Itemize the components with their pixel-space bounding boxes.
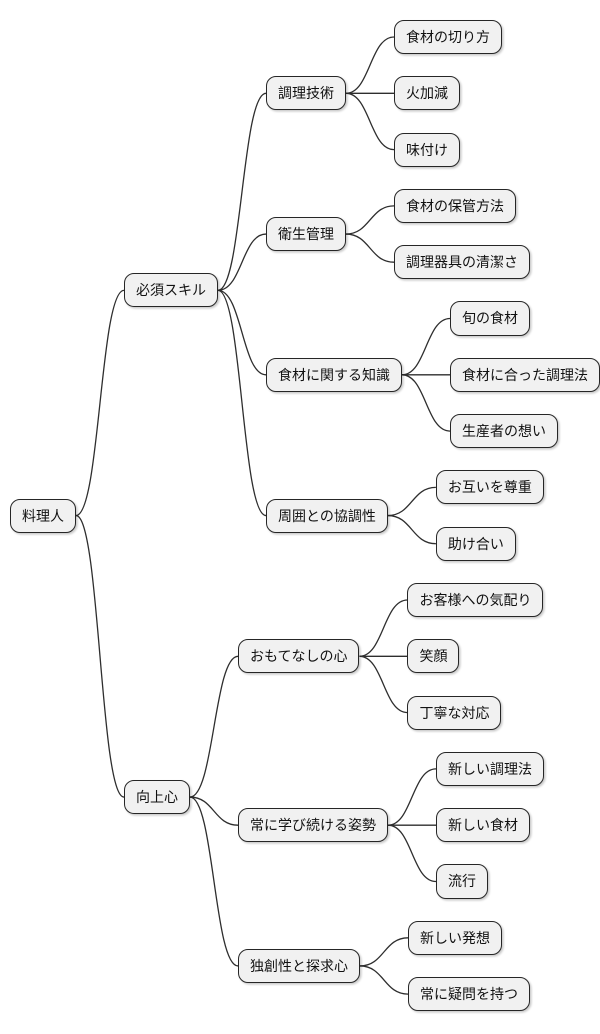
mindmap-edge <box>401 374 451 432</box>
mindmap-node: 笑顔 <box>407 639 460 674</box>
mindmap-node: 料理人 <box>10 498 76 533</box>
mindmap-node: 生産者の想い <box>450 414 558 449</box>
mindmap-node: 独創性と探求心 <box>238 948 360 983</box>
mindmap-edge <box>401 317 451 376</box>
mindmap-node: お客様への気配り <box>407 582 544 618</box>
mindmap-node: 食材の保管方法 <box>394 188 516 223</box>
mindmap-node: 助け合い <box>435 526 516 561</box>
mindmap-edge <box>387 486 436 517</box>
mindmap-edge <box>387 768 437 826</box>
mindmap-edge <box>359 937 409 967</box>
mindmap-edge <box>359 965 409 995</box>
mindmap-node: 丁寧な対応 <box>407 695 502 730</box>
mindmap-edge <box>345 92 395 151</box>
mindmap-edge <box>217 233 267 291</box>
mindmap-node: 味付け <box>394 132 460 167</box>
mindmap-node: 向上心 <box>124 780 190 815</box>
mindmap-edge <box>217 289 267 376</box>
mindmap-edge <box>75 514 125 798</box>
mindmap-edge <box>387 514 436 545</box>
mindmap-node: お互いを尊重 <box>435 470 544 505</box>
mindmap-edge <box>217 289 267 517</box>
mindmap-node: 調理技術 <box>266 76 346 111</box>
mindmap-edge <box>189 796 239 967</box>
mindmap-edge <box>359 655 408 714</box>
mindmap-edge <box>387 824 437 883</box>
mindmap-edge <box>345 233 395 263</box>
mindmap-edge <box>359 599 408 657</box>
mindmap-node: 火加減 <box>394 76 460 111</box>
mindmap-edge <box>189 655 239 798</box>
mindmap-node: 常に疑問を持つ <box>408 977 530 1012</box>
mindmap-node: 周囲との協調性 <box>266 498 388 533</box>
mindmap-node: 必須スキル <box>124 273 218 308</box>
mindmap-edge <box>217 92 267 291</box>
mindmap-edge <box>189 796 239 826</box>
mindmap-node: 旬の食材 <box>450 301 530 336</box>
mindmap-node: 新しい調理法 <box>436 751 544 786</box>
mindmap-edge <box>345 205 395 235</box>
mindmap-node: 新しい食材 <box>436 808 530 843</box>
mindmap-node: 食材の切り方 <box>394 19 502 55</box>
mindmap-node: 食材に合った調理法 <box>450 357 600 392</box>
mindmap-node: 常に学び続ける姿勢 <box>238 808 388 843</box>
mindmap-node: 調理器具の清潔さ <box>394 245 530 280</box>
mindmap-node: 流行 <box>436 864 488 899</box>
mindmap-node: おもてなしの心 <box>238 639 360 674</box>
mindmap-edge <box>75 289 125 517</box>
mindmap-node: 衛生管理 <box>266 217 346 252</box>
mindmap-edge <box>345 36 395 94</box>
mindmap-node: 新しい発想 <box>408 920 502 955</box>
mindmap-node: 食材に関する知識 <box>266 357 402 392</box>
